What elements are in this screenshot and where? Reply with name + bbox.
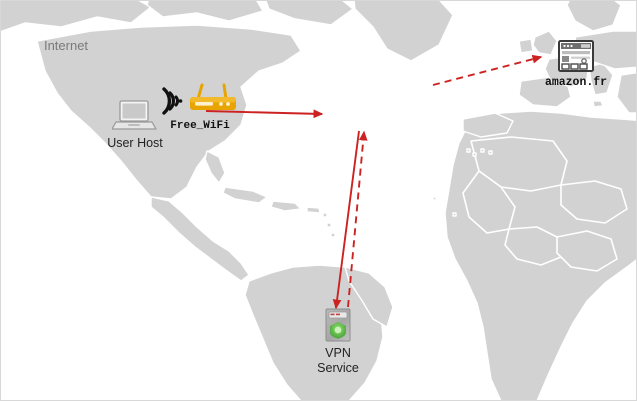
free-wifi-label: Free_WiFi bbox=[170, 120, 230, 132]
link-internet-to-vpn bbox=[332, 130, 360, 310]
node-user-host[interactable]: User Host bbox=[97, 99, 173, 151]
wifi-signal-icon bbox=[162, 87, 183, 115]
link-host-to-internet bbox=[205, 109, 324, 119]
vpn-service-label: VPN Service bbox=[317, 346, 359, 375]
amazon-fr-label: amazon.fr bbox=[544, 76, 608, 89]
user-host-label: User Host bbox=[107, 136, 163, 150]
node-free-wifi-router[interactable]: Free_WiFi bbox=[158, 83, 242, 132]
link-vpn-to-internet bbox=[347, 130, 368, 308]
node-vpn-service[interactable]: VPN Service bbox=[303, 308, 373, 376]
node-amazon-fr[interactable]: amazon.fr bbox=[533, 39, 619, 89]
wifi-router-icon bbox=[158, 83, 242, 119]
link-internet-to-amazon bbox=[432, 54, 543, 86]
browser-window-icon bbox=[557, 39, 595, 73]
vpn-server-icon bbox=[324, 308, 352, 342]
laptop-icon bbox=[111, 99, 158, 133]
